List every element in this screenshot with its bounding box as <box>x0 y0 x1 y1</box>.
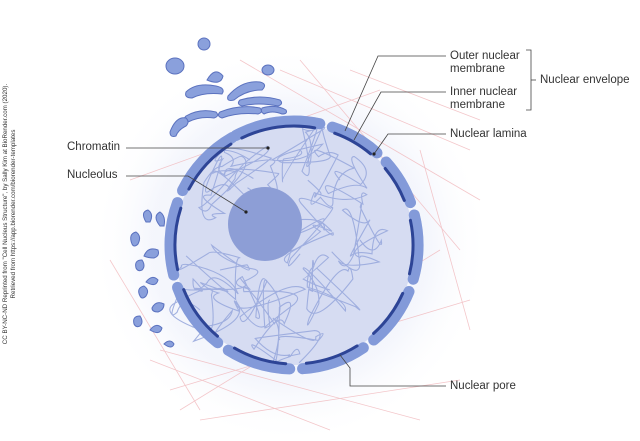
lamina-segment <box>408 218 415 276</box>
lamina-segment <box>333 131 372 156</box>
lamina-segment <box>187 142 233 191</box>
label-nuclear-lamina: Nuclear lamina <box>450 128 527 140</box>
envelope-segment-shade <box>164 197 183 281</box>
lamina-segment <box>173 206 183 272</box>
leader-dot-chromatin <box>266 146 270 150</box>
chromatin-fiber <box>235 275 307 329</box>
label-chromatin: Chromatin <box>67 141 121 153</box>
envelope-segment-shade <box>172 281 224 349</box>
label-nuclear-envelope: Nuclear envelope <box>540 74 630 86</box>
leader-inner-membrane <box>353 91 446 141</box>
envelope-segment <box>172 281 224 349</box>
envelope-segment-shade <box>380 156 416 209</box>
envelope-segment <box>177 132 238 197</box>
envelope-segment <box>407 209 424 285</box>
lamina-segment <box>372 291 405 335</box>
leader-nucleolus <box>126 175 247 213</box>
chromatin-fibers <box>169 122 389 367</box>
envelope-segment-shade <box>326 121 383 159</box>
label-outer-line2: membrane <box>450 63 505 75</box>
chromatin-fiber <box>197 155 255 221</box>
envelope-segment-shade <box>407 209 424 285</box>
nuclear-envelope <box>164 115 424 375</box>
endoplasmic-reticulum <box>130 37 287 348</box>
chromatin-fiber <box>214 145 280 192</box>
chromatin-fiber <box>251 301 324 367</box>
label-inner-line1: Inner nuclear <box>450 86 518 98</box>
chromatin-fiber <box>302 254 361 326</box>
envelope-segment-shade <box>222 344 296 375</box>
envelope-segment <box>368 286 415 346</box>
label-outer-nuclear-membrane: Outer nuclear membrane <box>450 50 520 76</box>
leader-nuclear-lamina <box>373 133 446 155</box>
leader-nuclear-pore <box>339 354 446 387</box>
envelope-segment <box>297 342 369 375</box>
chromatin-fiber <box>178 243 259 301</box>
lamina-segment <box>233 346 288 366</box>
envelope-segment <box>222 344 296 375</box>
credit-text: CC BY-NC-ND Reprinted from "Cell Nucleus… <box>2 54 18 374</box>
envelope-segment <box>164 197 183 281</box>
envelope-segment-shade <box>368 286 415 346</box>
envelope-bracket <box>526 49 532 111</box>
lamina-segment <box>182 288 219 338</box>
label-inner-line2: membrane <box>450 99 505 111</box>
lamina-segment <box>383 167 406 202</box>
leader-lines <box>126 49 536 387</box>
envelope-segment <box>230 115 326 141</box>
nucleolus <box>228 187 302 261</box>
chromatin-fiber <box>331 202 389 271</box>
leader-dot-nucleolus <box>244 210 248 214</box>
lamina-segment <box>304 344 359 365</box>
leader-dot-lamina <box>372 152 376 156</box>
leader-outer-membrane <box>344 55 446 132</box>
envelope-segment <box>380 156 416 209</box>
envelope-segment-shade <box>297 342 369 375</box>
credit-line2: Retrieved from https://app.biorender.com… <box>10 129 17 299</box>
envelope-segment-shade <box>230 115 326 141</box>
lamina-segment <box>240 124 317 140</box>
credit-line1: CC BY-NC-ND Reprinted from "Cell Nucleus… <box>2 83 9 345</box>
label-nucleolus: Nucleolus <box>67 169 118 181</box>
label-nuclear-pore: Nuclear pore <box>450 380 516 392</box>
envelope-segment-shade <box>177 132 238 197</box>
label-inner-nuclear-membrane: Inner nuclear membrane <box>450 86 517 112</box>
envelope-segment <box>326 121 383 159</box>
label-outer-line1: Outer nuclear <box>450 50 520 62</box>
chromatin-fiber <box>307 149 368 207</box>
